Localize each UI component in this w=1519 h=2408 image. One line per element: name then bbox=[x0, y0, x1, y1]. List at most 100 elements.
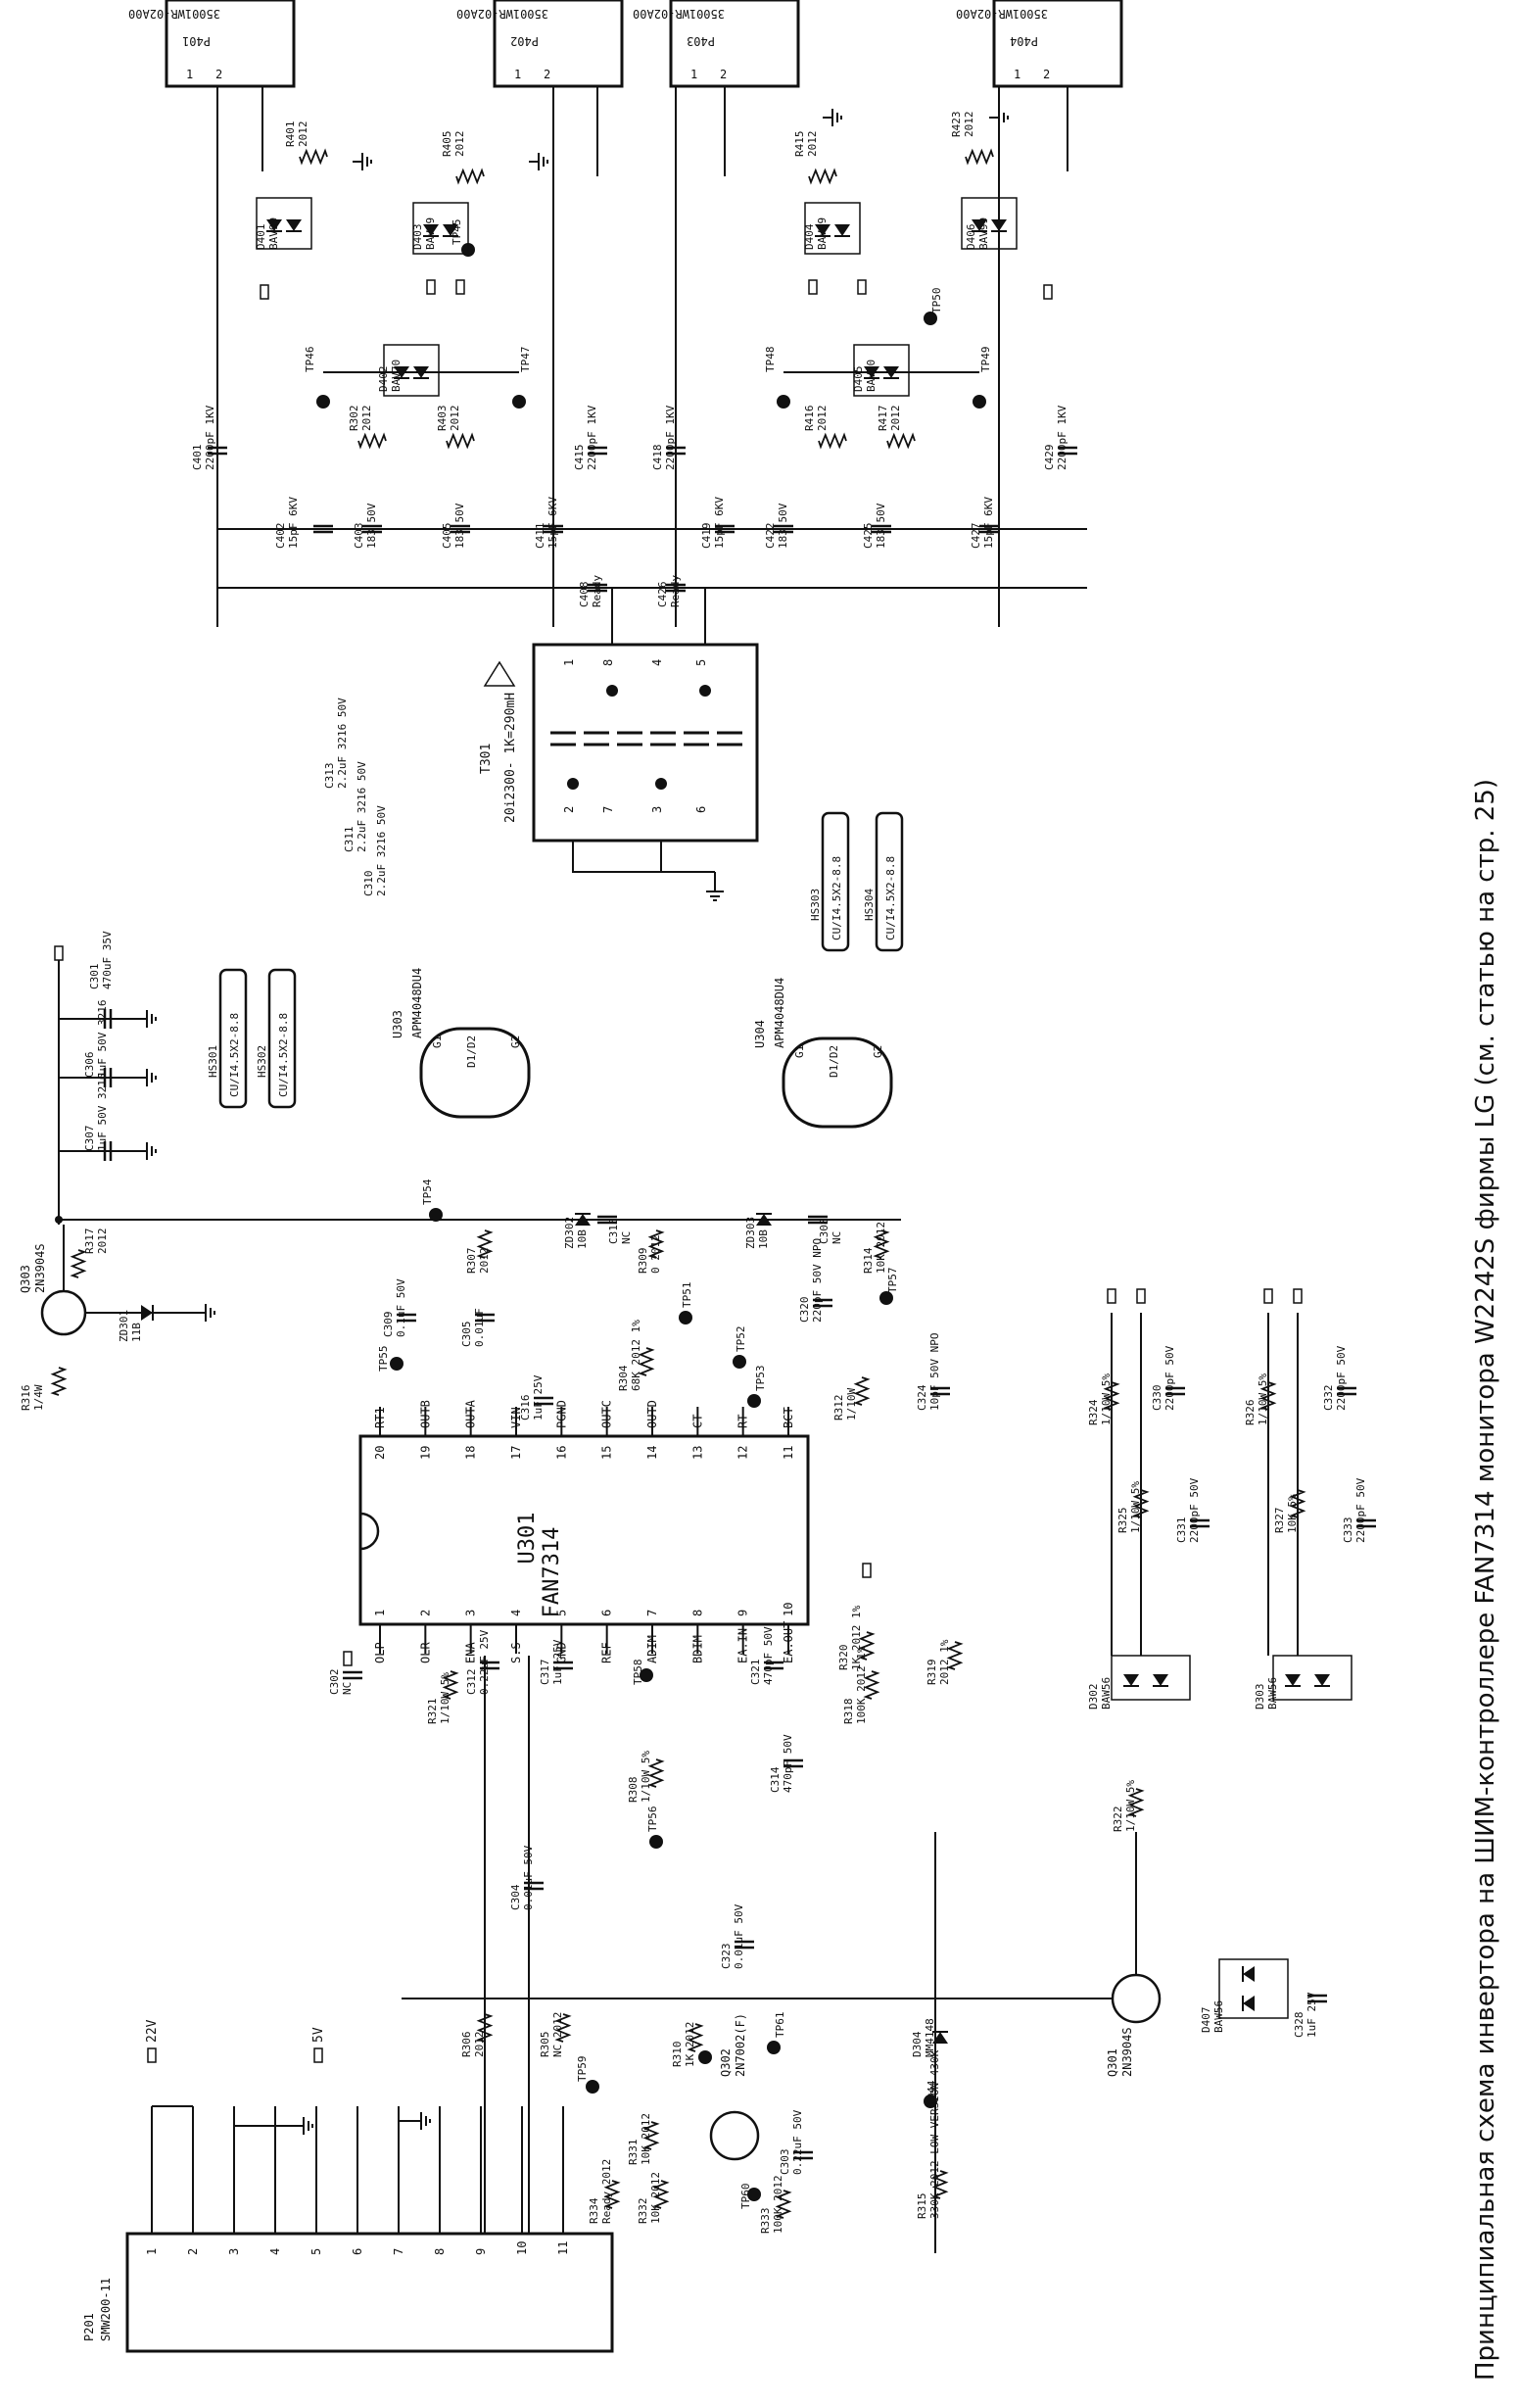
diode-d407 bbox=[1218, 1958, 1289, 2019]
ic-pin-number: 16 bbox=[554, 1446, 568, 1460]
connector-pin-number: 5 bbox=[309, 2248, 323, 2255]
connector-pin-number: 6 bbox=[351, 2248, 364, 2255]
res-r307 bbox=[476, 1229, 494, 1259]
resistor-ref: R317 bbox=[83, 1228, 96, 1255]
mosfet-ref: U303 bbox=[391, 1010, 404, 1038]
ic-pin-number: 9 bbox=[736, 1610, 750, 1616]
res-r304 bbox=[638, 1347, 655, 1376]
resistor-value: 10K 2012 bbox=[649, 2172, 662, 2224]
resistor-value: 1/10W 5% bbox=[1124, 1780, 1137, 1832]
zener-zd302 bbox=[575, 1214, 591, 1226]
connector-pin: 2 bbox=[215, 68, 222, 81]
diode-part: BAV70 bbox=[390, 360, 403, 392]
diode-ref: D302 bbox=[1087, 1684, 1100, 1710]
capacitor-ref: C408 bbox=[578, 582, 591, 608]
cap-c333 bbox=[1356, 1518, 1376, 1528]
connector-pin: 2 bbox=[544, 68, 550, 81]
connector-pin: 1 bbox=[1014, 68, 1021, 81]
mosfet-pin: G1 bbox=[793, 1045, 806, 1058]
ic-pin-name: REF bbox=[600, 1642, 614, 1663]
transistor-q301 bbox=[1111, 1973, 1162, 2024]
res-r324 bbox=[1103, 1381, 1120, 1411]
capacitor-ref: C313 bbox=[323, 763, 336, 790]
test-point-label: TP53 bbox=[754, 1366, 767, 1392]
capacitor-ref: C402 bbox=[274, 523, 287, 550]
capacitor-value: 0.1uF 50V bbox=[395, 1278, 407, 1337]
connector-pin-number: 8 bbox=[433, 2248, 447, 2255]
resistor-ref: R310 bbox=[671, 2042, 684, 2068]
ic-pin-number: 19 bbox=[418, 1446, 432, 1460]
test-point-label: TP57 bbox=[886, 1268, 899, 1294]
capacitor-value: 0.22uF 25V bbox=[478, 1629, 491, 1695]
diode-d402 bbox=[383, 344, 440, 397]
connector-p201 bbox=[125, 2232, 614, 2353]
capacitor-ref: C323 bbox=[720, 1944, 733, 1970]
ic-pin-name: OLP bbox=[373, 1642, 387, 1663]
diode-ref: D304 bbox=[911, 2031, 924, 2057]
diode-ref: D401 bbox=[255, 224, 267, 251]
res-r326 bbox=[1259, 1381, 1277, 1411]
capacitor-value: 0.01uF 50V bbox=[733, 1903, 745, 1969]
capacitor-ref: C324 bbox=[916, 1384, 928, 1411]
connector-ref: P402 bbox=[510, 34, 539, 48]
diode-ref: D404 bbox=[803, 223, 816, 250]
capacitor-value: 15pF 6KV bbox=[982, 497, 995, 549]
transistor-part: 2N7002(F) bbox=[734, 2013, 747, 2077]
mosfet-part: APM4048DU4 bbox=[773, 978, 786, 1048]
flag-5v-connector-flag bbox=[313, 2047, 323, 2063]
capacitor-value: 2200pF 50V bbox=[1335, 1345, 1348, 1411]
test-point-label: TP51 bbox=[681, 1282, 693, 1309]
ground-symbol bbox=[137, 1069, 157, 1086]
cap-c304 bbox=[524, 1881, 544, 1891]
capacitor-ref: C306 bbox=[83, 1052, 96, 1079]
capacitor-ref: C426 bbox=[656, 582, 669, 608]
test-point-tp50 bbox=[924, 312, 937, 325]
resistor-ref: R318 bbox=[842, 1699, 855, 1725]
capacitor-value: NC bbox=[341, 1682, 354, 1695]
ic-pin-number: 12 bbox=[736, 1446, 750, 1460]
res-r405 bbox=[455, 168, 485, 185]
capacitor-value: 183 50V bbox=[777, 503, 789, 549]
ic-pin-number: 6 bbox=[600, 1610, 614, 1616]
capacitor-value: 2.2uF 3216 50V bbox=[336, 698, 349, 789]
resistor-ref: R405 bbox=[441, 131, 453, 158]
resistor-ref: R312 bbox=[832, 1395, 845, 1421]
capacitor-ref: C419 bbox=[700, 523, 713, 550]
cap-c305 bbox=[475, 1313, 495, 1323]
connector-pin-number: 9 bbox=[474, 2248, 488, 2255]
connector-ref: P404 bbox=[1010, 34, 1038, 48]
heatsink-part: CU/I4.5X2-8.8 bbox=[228, 1013, 241, 1097]
res-r302 bbox=[357, 432, 387, 450]
ic-pin-number: 7 bbox=[645, 1610, 659, 1616]
capacitor-ref: C320 bbox=[798, 1297, 811, 1324]
ic-pin-number: 14 bbox=[645, 1446, 659, 1460]
transformer-pin: 6 bbox=[694, 806, 708, 813]
ic-pin-number: 5 bbox=[554, 1610, 568, 1616]
test-point-label: TP58 bbox=[632, 1660, 644, 1686]
diode-d401-b bbox=[286, 219, 302, 231]
capacitor-ref: C330 bbox=[1151, 1385, 1163, 1412]
connector-part: 35001WR-02A00 bbox=[128, 7, 220, 21]
output-connector-p402 bbox=[493, 0, 624, 88]
res-r315 bbox=[931, 2170, 949, 2199]
ic-pin-number: 2 bbox=[418, 1610, 432, 1616]
cap-c328 bbox=[1307, 1994, 1327, 2003]
res-r417 bbox=[886, 432, 916, 450]
test-point-tp56 bbox=[649, 1835, 663, 1849]
flag-5v-connector: 5V bbox=[311, 2027, 326, 2043]
cap-c408 bbox=[588, 583, 607, 593]
capacitor-value: 0.22uF 50V bbox=[791, 2109, 804, 2175]
transistor-ref: Q303 bbox=[19, 1265, 32, 1293]
heatsink-hs302 bbox=[267, 968, 297, 1109]
diode-d303-b bbox=[1314, 1674, 1330, 1686]
capacitor-ref: C317 bbox=[539, 1660, 551, 1686]
res-r309 bbox=[647, 1229, 665, 1259]
ic-pin-number: 13 bbox=[690, 1446, 704, 1460]
diode-part: 11B bbox=[130, 1323, 143, 1342]
transistor-q302 bbox=[709, 2110, 760, 2161]
resistor-value: 2012 bbox=[478, 1248, 491, 1275]
diode-ref: D402 bbox=[377, 366, 390, 393]
test-point-label: TP54 bbox=[421, 1179, 434, 1205]
ic-pin-name: VIN bbox=[509, 1407, 523, 1428]
cap-c411 bbox=[544, 524, 563, 534]
